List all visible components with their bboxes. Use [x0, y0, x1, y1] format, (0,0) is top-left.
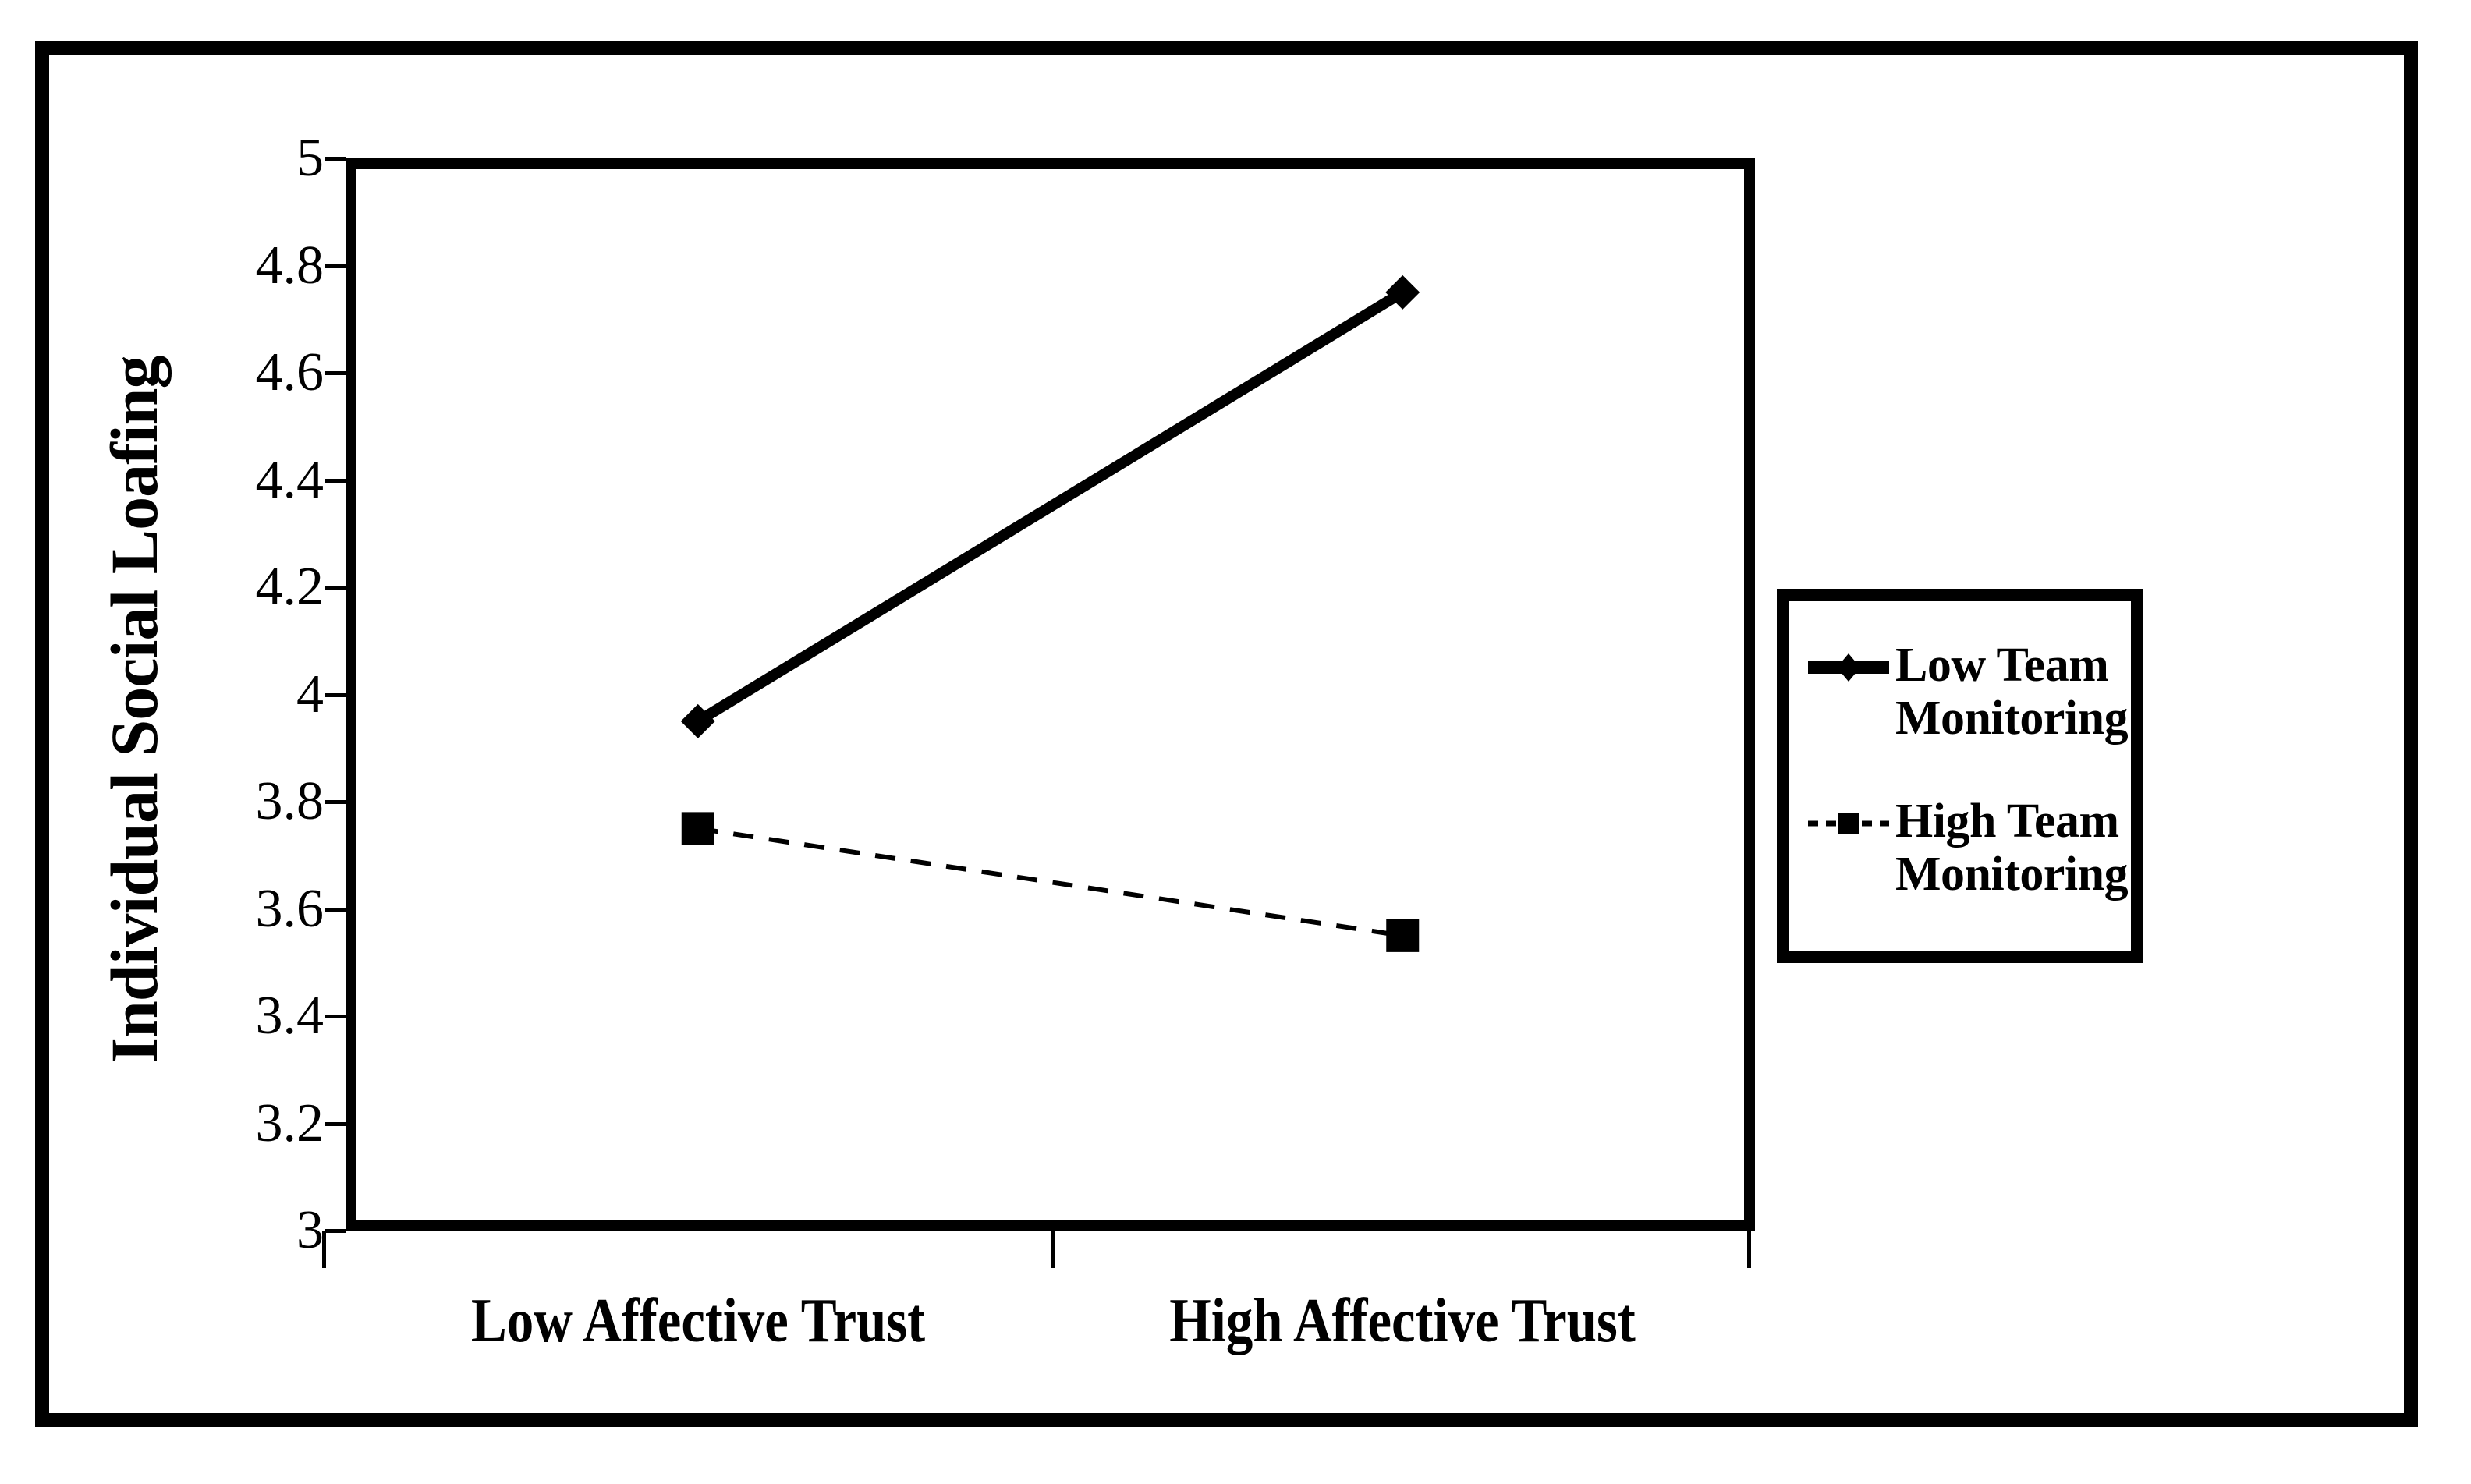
x-axis-tick-mark	[322, 1231, 326, 1268]
y-axis-tick-labels: 5 4.8 4.6 4.4 4.2 4 3.8 3.6 3.4 3.2 3	[156, 131, 324, 1258]
y-axis-tick-label: 4.2	[255, 557, 324, 617]
x-axis-tick-mark	[1050, 1231, 1055, 1268]
plot-area-border	[346, 158, 1755, 1231]
data-point-diamond	[1385, 274, 1420, 310]
y-axis-tick-mark	[325, 478, 346, 483]
y-axis-tick-mark	[325, 1015, 346, 1018]
plot-series-layer	[680, 274, 1420, 952]
data-point-square	[681, 812, 714, 845]
y-axis-tick-mark	[325, 692, 346, 697]
y-axis-tick-mark	[325, 586, 346, 590]
y-axis-tick-mark	[325, 1121, 346, 1126]
y-axis-tick-mark	[325, 800, 346, 804]
y-axis-tick-label: 3.6	[255, 878, 324, 939]
y-axis-tick-mark	[325, 264, 346, 268]
y-axis-tick-label: 4.8	[255, 235, 324, 296]
legend-label: High Team Monitoring	[1895, 795, 2129, 901]
y-axis-tick-label: 4.6	[255, 342, 324, 402]
y-axis-tick-label: 3	[296, 1200, 324, 1260]
y-axis-tick-mark	[325, 907, 346, 912]
legend-entry[interactable]: High Team Monitoring	[1806, 795, 2134, 901]
x-axis-tick-mark	[1747, 1231, 1751, 1268]
legend-label: Low Team Monitoring	[1895, 639, 2129, 745]
data-point-square	[1386, 919, 1420, 952]
y-axis-tick-mark	[325, 157, 346, 161]
series-line	[697, 826, 1403, 938]
y-axis-tick-mark	[325, 371, 346, 375]
x-axis-tick-label: High Affective Trust	[1169, 1287, 1636, 1355]
legend-entry[interactable]: Low Team Monitoring	[1806, 639, 2134, 745]
series-high-team-monitoring	[681, 812, 1420, 952]
y-axis-tick-label: 5	[296, 128, 324, 188]
y-axis-tick-label: 3.8	[255, 771, 324, 831]
y-axis-tick-mark	[325, 1229, 346, 1233]
y-axis-tick-label: 3.4	[255, 986, 324, 1046]
y-axis-tick-label: 3.2	[255, 1093, 324, 1153]
legend-diamond-icon	[1806, 650, 1891, 685]
y-axis-tick-label: 4.4	[255, 449, 324, 510]
data-point-diamond	[680, 703, 715, 738]
series-line	[695, 287, 1406, 726]
y-axis-tick-label: 4	[296, 664, 324, 724]
series-low-team-monitoring	[680, 274, 1420, 738]
x-axis-tick-label: Low Affective Trust	[470, 1287, 925, 1355]
legend-square-icon	[1806, 806, 1891, 841]
